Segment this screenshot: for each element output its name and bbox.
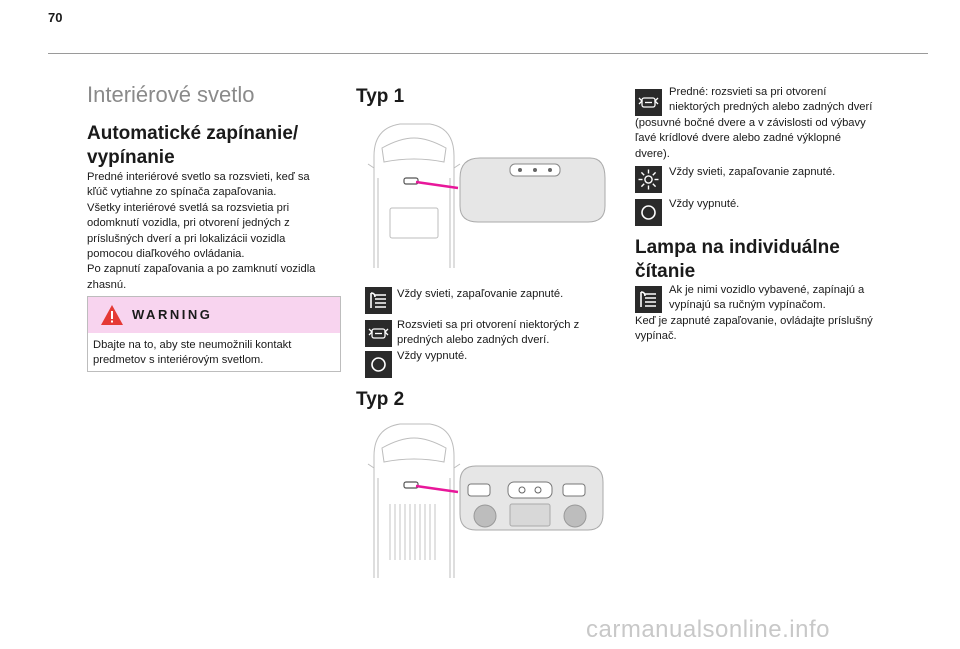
warning-header: WARNING: [88, 297, 340, 333]
light-on-icon-box: [635, 286, 662, 313]
section-title: Interiérové svetlo: [87, 82, 255, 107]
text-line: Dbajte na to, aby ste neumožnili kontakt: [93, 339, 292, 351]
text-line: odomknutí vozidla, pri otvorení jedných …: [87, 217, 290, 230]
type1-item3-text: Vždy vypnuté.: [397, 349, 467, 364]
text-line: pomocou diaľkového ovládania.: [87, 248, 245, 261]
door-light-icon-box: [635, 89, 662, 116]
sun-icon-box: [635, 166, 662, 193]
light-off-icon-box: [365, 351, 392, 378]
reading-text-a: Ak je nimi vozidlo vybavené, zapínajú a …: [669, 283, 864, 314]
warning-label: WARNING: [132, 307, 213, 322]
text-line: dvere).: [635, 147, 670, 160]
text-line: ľavé krídlové dvere alebo zadné výklopné: [635, 132, 842, 145]
type1-item2-text: Rozsvieti sa pri otvorení niektorých z p…: [397, 318, 579, 349]
type1-item1-text: Vždy svieti, zapaľovanie zapnuté.: [397, 287, 563, 302]
text-line: Predné interiérové svetlo sa rozsvieti, …: [87, 171, 310, 183]
always-off-text: Vždy vypnuté.: [669, 197, 739, 212]
text-line: niektorých predných alebo zadných dverí: [669, 101, 873, 114]
auto-heading-line2: vypínanie: [87, 147, 175, 168]
text-line: Keď je zapnuté zapaľovanie, ovládajte pr…: [635, 315, 873, 327]
text-line: Po zapnutí zapaľovania a po zamknutí voz…: [87, 263, 316, 276]
reading-heading-line1: Lampa na individuálne: [635, 237, 840, 258]
text-line: Rozsvieti sa pri otvorení niektorých z: [397, 319, 580, 331]
text-line: Vždy svieti, zapaľovanie zapnuté.: [397, 288, 564, 300]
text-line: Ak je nimi vozidlo vybavené, zapínajú a: [669, 284, 865, 296]
front-light-text-a: Predné: rozsvieti sa pri otvorení niekto…: [669, 85, 872, 116]
text-line: Vždy vypnuté.: [397, 350, 468, 362]
door-light-icon-box: [365, 320, 392, 347]
warning-box: WARNING Dbajte na to, aby ste neumožnili…: [87, 296, 341, 372]
text-line: Všetky interiérové svetlá sa rozsvietia …: [87, 201, 290, 214]
text-line: kľúč vytiahne zo spínača zapaľovania.: [87, 186, 277, 199]
text-line: zhasnú.: [87, 278, 127, 291]
light-on-icon-box: [365, 287, 392, 314]
light-on-icon: [370, 292, 386, 308]
text-line: Predné: rozsvieti sa pri otvorení: [669, 86, 827, 98]
type2-heading: Typ 2: [356, 389, 405, 410]
text-line: Vždy svieti, zapaľovanie zapnuté.: [669, 166, 836, 178]
auto-paragraph: Predné interiérové svetlo sa rozsvieti, …: [87, 170, 337, 293]
light-off-icon: [371, 357, 386, 372]
text-line: (posuvné bočné dvere a v závislosti od v…: [635, 117, 866, 129]
top-divider: [48, 53, 928, 54]
light-off-icon: [641, 205, 656, 220]
warning-triangle-icon: [101, 305, 123, 325]
warning-text: Dbajte na to, aby ste neumožnili kontakt…: [93, 338, 333, 369]
front-light-text-b: (posuvné bočné dvere a v závislosti od v…: [635, 116, 866, 162]
door-light-icon: [638, 97, 659, 108]
auto-heading-line1: Automatické zapínanie/: [87, 123, 299, 144]
reading-heading-line2: čítanie: [635, 261, 696, 282]
page-number: 70: [48, 10, 63, 25]
text-line: vypínač.: [635, 330, 677, 343]
always-on-text: Vždy svieti, zapaľovanie zapnuté.: [669, 165, 835, 180]
type2-van-figure: [367, 423, 604, 578]
type1-heading: Typ 1: [356, 86, 405, 107]
text-line: príslušných dverí a pri lokalizácii vozi…: [87, 232, 286, 245]
text-line: vypínajú sa ručným vypínačom.: [669, 299, 826, 312]
light-off-icon-box: [635, 199, 662, 226]
reading-text-b: Keď je zapnuté zapaľovanie, ovládajte pr…: [635, 314, 873, 345]
sun-icon: [638, 169, 659, 190]
text-line: predmetov s interiérovým svetlom.: [93, 354, 264, 367]
watermark: carmanualsonline.info: [586, 616, 830, 643]
type1-van-figure: [367, 123, 606, 268]
light-on-icon: [640, 291, 656, 307]
door-light-icon: [368, 328, 389, 339]
text-line: Vždy vypnuté.: [669, 198, 740, 210]
text-line: predných alebo zadných dverí.: [397, 334, 550, 347]
